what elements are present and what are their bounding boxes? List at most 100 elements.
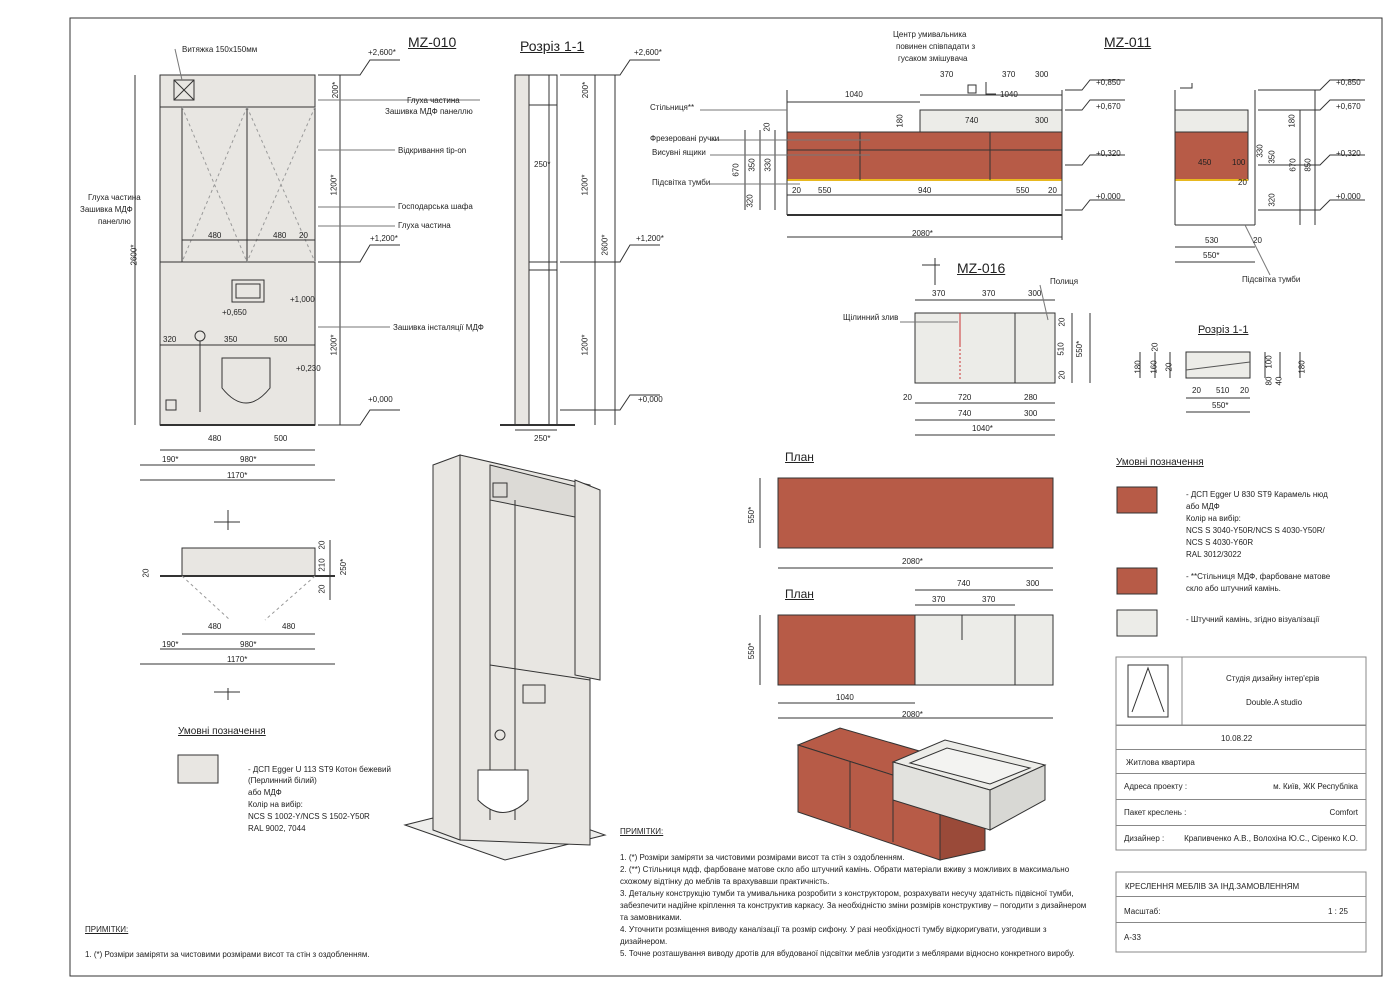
mz011-d320: 320 — [745, 194, 755, 208]
mz016-20b: 20 — [1057, 370, 1067, 380]
mz016-740: 740 — [958, 409, 972, 418]
plan2-300: 300 — [1026, 579, 1040, 588]
stamp-type-row: Житлова квартира — [1116, 749, 1366, 774]
legend1-l6: RAL 9002, 7044 — [248, 824, 306, 833]
stamp-addr-row: Адреса проекту :м. Київ, ЖК Республіка — [1116, 773, 1366, 800]
plana-980: 980* — [240, 640, 257, 649]
lv-0000: +0,000 — [368, 395, 393, 404]
drawers-label: Висувні ящики — [652, 148, 706, 157]
side-320: 320 — [1267, 193, 1277, 207]
dim-20: 20 — [299, 231, 308, 240]
notes2-n4a: 4. Уточнити розміщення виводу каналізаці… — [620, 925, 1047, 934]
stamp-sheet: A-33 — [1124, 933, 1141, 942]
notes1-title: ПРИМІТКИ: — [85, 925, 129, 934]
plan1-2080: 2080* — [902, 557, 923, 566]
dim-2600: 2600* — [129, 244, 139, 266]
legend2-a4: NCS S 3040-Y50R/NCS S 4030-Y50R/ — [1186, 526, 1325, 535]
notes2-n2b: схожому відтінку до меблів та врахувавши… — [620, 877, 830, 886]
mz011-lv0850: +0,850 — [1096, 78, 1121, 87]
side-20b: 20 — [1253, 236, 1262, 245]
notes2-n3c: та замовниками. — [620, 913, 682, 922]
mz016-drawing — [900, 258, 1091, 436]
mz011-d2080: 2080* — [912, 229, 933, 238]
mz011-d940: 940 — [918, 186, 932, 195]
stamp-des-row: Дизайнер :Крапивченко А.В., Волохіна Ю.С… — [1116, 825, 1366, 851]
side-20: 20 — [1238, 178, 1247, 187]
mz016-720: 720 — [958, 393, 972, 402]
section11b-drawing — [1139, 351, 1301, 413]
plan2-740: 740 — [957, 579, 971, 588]
notes2-n1: 1. (*) Розміри заміряти за чистовими роз… — [620, 853, 905, 862]
s11b-180b: 180 — [1297, 360, 1307, 374]
notes2-n3a: 3. Детальну конструкцію тумби та умиваль… — [620, 889, 1074, 898]
side-lv0850: +0,850 — [1336, 78, 1361, 87]
center-note-3: гусаком змішувача — [898, 54, 968, 63]
legend-swatches — [177, 486, 1158, 784]
plana-20b: 20 — [317, 584, 327, 594]
legend1-title: Умовні позначення — [178, 726, 266, 737]
side-light-label: Підсвітка тумби — [1242, 275, 1301, 284]
side-530: 530 — [1205, 236, 1219, 245]
mz011-d350: 350 — [747, 158, 757, 172]
s11b-80: 80 — [1264, 376, 1274, 386]
dim-480b: 480 — [273, 231, 287, 240]
plana-1170: 1170* — [227, 655, 248, 664]
mz011-front — [700, 79, 1125, 240]
mz016-370b: 370 — [982, 289, 996, 298]
mz010-elevation — [134, 48, 480, 481]
stamp-title: КРЕСЛЕННЯ МЕБЛІВ ЗА ІНД.ЗАМОВЛЕННЯМ — [1125, 882, 1300, 891]
plana-250: 250* — [339, 558, 349, 576]
legend1-l1: - ДСП Egger U 113 ST9 Котон бежевий — [248, 765, 391, 774]
sec-dim-1200b: 1200* — [580, 334, 590, 356]
legend2-a5: NCS S 4030-Y60R — [1186, 538, 1254, 547]
plana-210: 210 — [317, 558, 327, 572]
stamp-scale-row: Масштаб:1 : 25 — [1116, 896, 1366, 923]
dim-200: 200* — [331, 81, 341, 99]
stamp-pkg-row: Пакет креслень :Comfort — [1116, 799, 1366, 826]
notes2-n2a: 2. (**) Стільниця мдф, фарбоване матове … — [620, 865, 1070, 874]
plana-20l: 20 — [141, 568, 151, 578]
left-label-3: панеллю — [98, 217, 131, 226]
base-480: 480 — [208, 434, 222, 443]
stamp-addr-label: Адреса проекту : — [1124, 782, 1188, 791]
mz010-title: MZ-010 — [408, 34, 457, 50]
lv-0230: +0,230 — [296, 364, 321, 373]
legend2-b1: - **Стільниця МДФ, фарбоване матове — [1186, 572, 1331, 581]
dim-500: 500 — [274, 335, 288, 344]
lv-2600: +2,600* — [368, 48, 396, 57]
section11-drawing — [500, 59, 660, 431]
mz011-d550a: 550 — [818, 186, 832, 195]
notes2-title: ПРИМІТКИ: — [620, 827, 664, 836]
mz016-300: 300 — [1028, 289, 1042, 298]
s11b-b20: 20 — [1192, 386, 1201, 395]
vent-label: Витяжка 150х150мм — [182, 45, 258, 54]
s11b-100: 100 — [1264, 355, 1274, 369]
sec-dim-2600: 2600* — [600, 234, 610, 256]
stamp-date: 10.08.22 — [1221, 734, 1253, 743]
lv-1200: +1,200* — [370, 234, 398, 243]
dim-1200a: 1200* — [329, 174, 339, 196]
mz011-lv0000: +0,000 — [1096, 192, 1121, 201]
shelf-label: Полиця — [1050, 277, 1079, 286]
s11b-b550: 550* — [1212, 401, 1229, 410]
side-100: 100 — [1232, 158, 1246, 167]
mz016-20c: 20 — [903, 393, 912, 402]
side-550: 550* — [1203, 251, 1220, 260]
base-500: 500 — [274, 434, 288, 443]
mz011-d740: 740 — [965, 116, 979, 125]
stamp-studio1: Студія дизайну інтер'єрів — [1226, 674, 1320, 683]
stamp-scale-label: Масштаб: — [1124, 907, 1161, 916]
legend2-a1: - ДСП Egger U 830 ST9 Карамель нюд — [1186, 490, 1328, 499]
mz011-d370b: 370 — [1002, 70, 1016, 79]
sec-dim-1200a: 1200* — [580, 174, 590, 196]
blind2-label: Глуха частина — [398, 221, 451, 230]
s11b-b20b: 20 — [1240, 386, 1249, 395]
blind-top-label: Глуха частина — [407, 96, 460, 105]
sec-dim-200: 200* — [581, 81, 591, 99]
mz016-20a: 20 — [1057, 317, 1067, 327]
mz016-510: 510 — [1056, 342, 1066, 356]
side-lv0670: +0,670 — [1336, 102, 1361, 111]
base-980: 980* — [240, 455, 257, 464]
section11-title: Розріз 1-1 — [520, 38, 585, 54]
